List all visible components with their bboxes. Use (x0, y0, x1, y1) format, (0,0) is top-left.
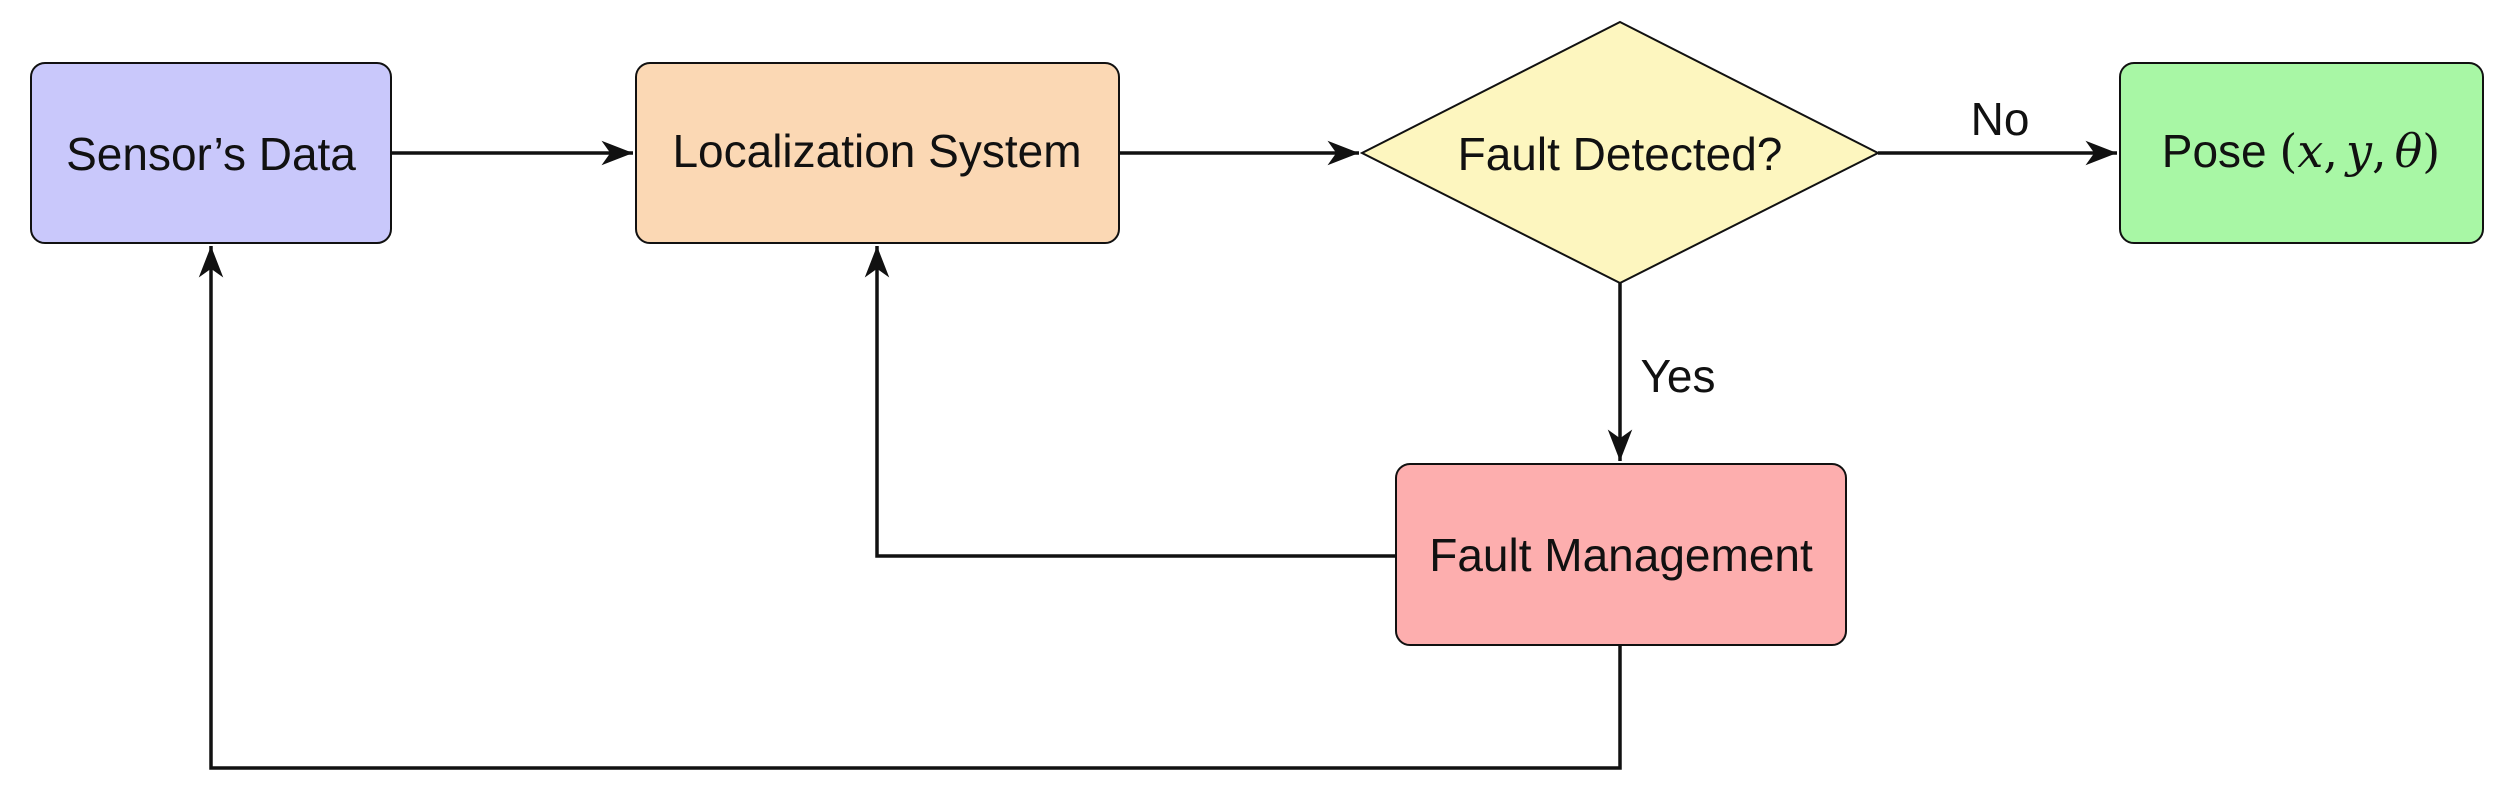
edge-fault-management-to-sensor (198, 246, 1622, 770)
fault-detected-label: Fault Detected? (1458, 128, 1783, 180)
node-sensors-data: Sensor’s Data (30, 62, 392, 244)
node-pose: Pose (x,y,θ) (2119, 62, 2484, 244)
node-fault-management: Fault Management (1395, 463, 1847, 646)
no-edge-label: No (1971, 93, 2030, 145)
pose-prefix: Pose (2162, 125, 2267, 177)
pose-comma-2: , (2372, 124, 2387, 178)
pose-x: x (2297, 124, 2323, 178)
pose-box (2119, 62, 2484, 244)
pose-label: Pose (x,y,θ) (2162, 124, 2440, 178)
pose-y: y (2344, 124, 2373, 178)
pose-comma-1: , (2323, 124, 2338, 178)
pose-open-paren: ( (2279, 124, 2297, 178)
node-localization-system: Localization System (635, 62, 1120, 244)
node-fault-detected-decision: Fault Detected? (1359, 20, 1881, 285)
fault-management-label: Fault Management (1429, 529, 1813, 581)
pose-theta: θ (2395, 124, 2423, 178)
pose-close-paren: ) (2422, 124, 2440, 178)
yes-edge-label: Yes (1640, 350, 1715, 402)
edge-fault-management-to-localization (864, 246, 1396, 558)
localization-system-label: Localization System (672, 125, 1081, 177)
sensors-data-label: Sensor’s Data (66, 128, 356, 180)
